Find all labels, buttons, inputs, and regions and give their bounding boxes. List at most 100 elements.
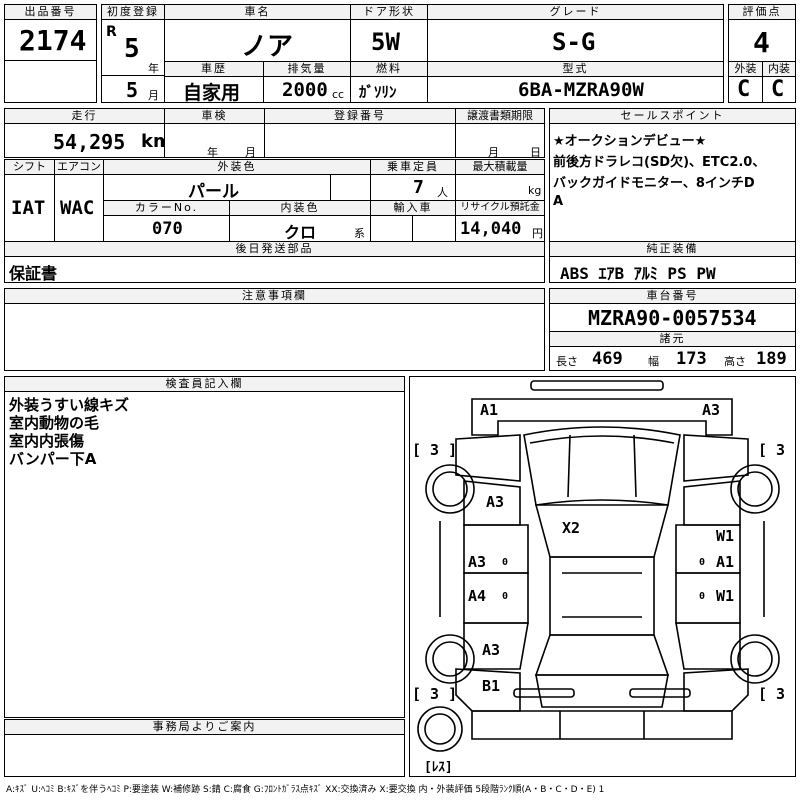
aircon-label: エアコン [54, 159, 104, 175]
year-unit: 年 [148, 62, 159, 75]
aircon-value: WAC [60, 197, 95, 219]
car-name: ノア [241, 32, 294, 62]
damage-mark: B1 [482, 677, 500, 695]
ext-color-extra-box [330, 174, 371, 201]
int-score-box: C [762, 76, 796, 103]
damage-mark: A1 [716, 553, 734, 571]
first-reg-month-box: 5 月 [101, 75, 165, 103]
zero-mark: 0 [502, 557, 508, 568]
displacement-label: 排気量 [263, 61, 351, 77]
dims-label: 諸元 [549, 331, 796, 347]
sales-point-line: A [553, 194, 564, 209]
color-no-box: 070 [103, 215, 230, 242]
lot-box: 2174 [4, 19, 97, 61]
capacity-box: 7 人 [370, 174, 456, 201]
int-color-label: 内装色 [229, 200, 371, 216]
capacity-value: 7 [413, 177, 424, 198]
int-score-label: 内装 [762, 61, 796, 77]
sales-point-label: セールスポイント [549, 108, 796, 124]
history-box: 自家用 [164, 76, 264, 104]
recycle-box: 14,040 円 [455, 215, 545, 242]
damage-mark: A4 [468, 587, 486, 605]
door-label: ドア形状 [350, 4, 428, 20]
office-label: 事務局よりご案内 [4, 719, 405, 735]
damage-mark: A3 [486, 493, 504, 511]
later-parts-box: 保証書 [4, 256, 545, 283]
chassis-value: MZRA90-0057534 [588, 306, 757, 330]
car-name-label: 車名 [164, 4, 351, 20]
spare-tire: [ﾚｽ] [424, 760, 453, 775]
era: R [106, 24, 117, 40]
damage-mark: A3 [482, 641, 500, 659]
tire-depth: [ 3 ] [758, 441, 795, 459]
model-label: 型式 [427, 61, 724, 77]
import-box-a [370, 215, 413, 242]
displacement-box: 2000 cc [263, 76, 351, 103]
recycle-value: 14,040 [460, 219, 522, 239]
inspection-label: 車検 [164, 108, 265, 124]
score-label: 評価点 [728, 4, 796, 20]
first-reg-label: 初度登録 [101, 4, 165, 20]
registration-label: 登録番号 [264, 108, 456, 124]
history-label: 車歴 [164, 61, 264, 77]
score-box: 4 [728, 19, 796, 62]
score-value: 4 [753, 26, 770, 59]
displacement-value: 2000 [282, 79, 328, 101]
transfer-month-unit: 月 [488, 146, 499, 159]
shift-box: IAT [4, 174, 55, 242]
damage-mark: W1 [716, 527, 734, 545]
genuine-box: ABS ｴｱB ｱﾙﾐ PS PW [549, 256, 796, 283]
damage-mark: A1 [480, 401, 498, 419]
lot-label: 出品番号 [4, 4, 97, 20]
ext-color-box: パール [103, 174, 331, 202]
recycle-label: リサイクル預託金 [455, 200, 545, 216]
inspection-month-unit: 月 [245, 146, 256, 159]
inspector-line: 室内動物の毛 [9, 414, 100, 432]
registration-box [264, 123, 456, 158]
fuel-label: 燃料 [350, 61, 428, 77]
damage-mark: A3 [702, 401, 720, 419]
max-load-label: 最大積載量 [455, 159, 545, 175]
transfer-box: 月 日 [455, 123, 545, 159]
inspection-box: 年 月 [164, 123, 265, 159]
later-parts-value: 保証書 [9, 264, 58, 283]
notes-box [4, 303, 545, 371]
length-value: 469 [592, 349, 623, 369]
damage-mark: X2 [562, 519, 580, 537]
length-label: 長さ [556, 355, 578, 368]
int-score: C [771, 77, 785, 102]
zero-mark: 0 [502, 591, 508, 602]
zero-mark: 0 [699, 557, 705, 568]
capacity-label: 乗車定員 [370, 159, 456, 175]
recycle-unit: 円 [532, 227, 543, 240]
first-reg-month: 5 [126, 78, 139, 102]
inspection-year-unit: 年 [207, 146, 218, 159]
sales-point-box: ★オークションデビュー★ 前後方ドラレコ(SD欠)、ETC2.0、 バックガイド… [549, 123, 796, 256]
sales-point-line: 前後方ドラレコ(SD欠)、ETC2.0、 [553, 155, 766, 170]
notes-label: 注意事項欄 [4, 288, 545, 304]
genuine-value: ABS ｴｱB ｱﾙﾐ PS PW [560, 264, 716, 283]
max-load-unit: kg [528, 184, 542, 197]
lot-empty-box [4, 60, 97, 103]
dims-box: 長さ 469 幅 173 高さ 189 [549, 346, 796, 371]
height-value: 189 [756, 349, 787, 369]
int-color-box: クロ 系 [229, 215, 371, 242]
color-no-label: カラーNo. [103, 200, 230, 216]
aircon-box: WAC [54, 174, 104, 242]
model-value: 6BA-MZRA90W [518, 79, 644, 101]
inspector-line: 室内内張傷 [9, 432, 85, 450]
car-diagram-svg: A1 A3 A3 X2 W1 A3 A1 A4 W1 A3 B1 [ 3 ] [… [412, 380, 800, 775]
width-value: 173 [676, 349, 707, 369]
fuel-value: ｶﾞｿﾘﾝ [359, 83, 397, 101]
model-box: 6BA-MZRA90W [427, 76, 724, 103]
grade-box: S-G [427, 19, 724, 62]
tire-depth: [ 3 ] [412, 441, 457, 459]
color-no-value: 070 [152, 219, 183, 239]
mileage-value: 54,295 [53, 130, 126, 154]
car-name-box: ノア [164, 19, 351, 62]
door-box: 5W [350, 19, 428, 62]
inspector-label: 検査員記入欄 [4, 376, 405, 392]
inspector-box: 外装うすい線キズ 室内動物の毛 室内内張傷 バンパー下A [4, 391, 405, 718]
shift-label: シフト [4, 159, 55, 175]
int-color-unit: 系 [354, 227, 365, 240]
